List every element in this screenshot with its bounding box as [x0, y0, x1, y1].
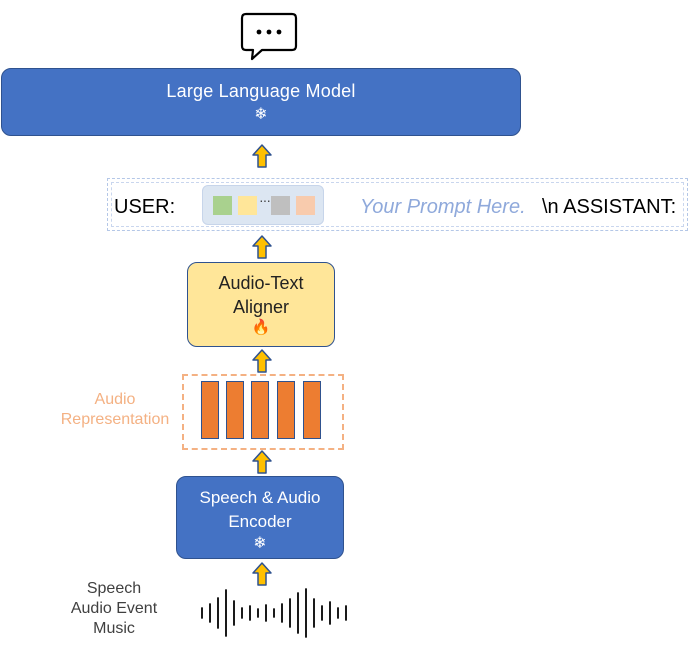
fire-icon: 🔥	[251, 319, 271, 336]
large-language-model-box: Large Language Model ❄	[1, 68, 521, 136]
representation-bar	[277, 381, 295, 439]
audio-representation-label: Audio Representation	[60, 391, 170, 428]
audio-token	[213, 196, 232, 215]
arrow-up-icon	[252, 349, 272, 373]
arrow-up-icon	[252, 562, 272, 586]
encoder-title-line2: Encoder	[228, 512, 292, 531]
aligner-title-line1: Audio-Text	[218, 273, 304, 293]
prompt-template-box	[107, 178, 688, 231]
representation-bar	[201, 381, 219, 439]
representation-bar	[303, 381, 321, 439]
arrow-up-icon	[252, 235, 272, 259]
aligner-title-line2: Aligner	[232, 297, 290, 317]
prompt-placeholder: Your Prompt Here.	[360, 196, 526, 218]
audio-token-group: ····	[202, 185, 324, 225]
token-ellipsis: ····	[259, 192, 275, 208]
audio-representation-box	[182, 374, 344, 450]
audio-token	[271, 196, 290, 215]
audio-text-aligner-box: Audio-Text Aligner 🔥	[187, 262, 335, 347]
speech-audio-encoder-box: Speech & Audio Encoder ❄	[176, 476, 344, 559]
representation-bar	[251, 381, 269, 439]
assistant-label: \n ASSISTANT:	[542, 196, 677, 218]
encoder-title-line1: Speech & Audio	[199, 488, 321, 507]
chat-bubble-icon	[240, 12, 298, 61]
representation-bar	[226, 381, 244, 439]
snowflake-icon: ❄	[253, 535, 267, 552]
audio-token	[296, 196, 315, 215]
audio-token	[238, 196, 257, 215]
waveform-icon	[201, 588, 347, 638]
snowflake-icon: ❄	[254, 106, 268, 123]
llm-title: Large Language Model	[166, 81, 356, 101]
arrow-up-icon	[252, 450, 272, 474]
arrow-up-icon	[252, 144, 272, 168]
input-types-label: Speech Audio Event Music	[70, 580, 158, 637]
user-label: USER:	[114, 196, 176, 218]
